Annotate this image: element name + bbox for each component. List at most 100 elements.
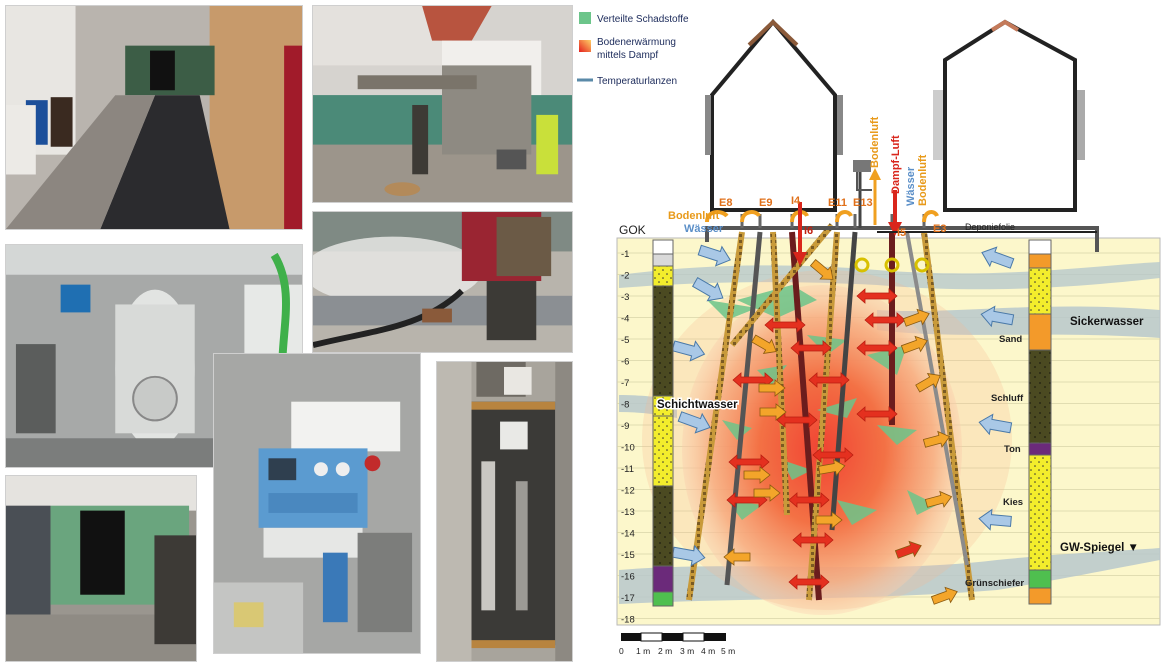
- depth-label: -13: [621, 507, 635, 518]
- label-gw-spiegel: GW-Spiegel ▼: [1060, 542, 1139, 554]
- air-arrow: [723, 548, 751, 566]
- depth-label: -11: [621, 464, 634, 475]
- depth-label: -3: [621, 292, 629, 303]
- heat-double-arrow: [790, 340, 832, 356]
- water-arrow: [671, 544, 706, 567]
- heat-double-arrow: [792, 532, 834, 548]
- left-house: [705, 18, 843, 212]
- soil-label-ton: Ton: [1004, 444, 1021, 455]
- depth-labels: -1 -2 -3 -4 -5 -6 -7 -8 -9 -10 -11 -12 -13 -14 -15 -16 -…: [621, 249, 635, 626]
- scale-bar: 0 1 m 2 m 3 m 4 m 5 m: [619, 632, 735, 656]
- air-arrow: [815, 511, 843, 529]
- air-arrow: [915, 373, 941, 393]
- scale-label-0: 0: [619, 646, 624, 656]
- label-dampf-luft: Dampf-Luft: [890, 135, 902, 194]
- soil-label-gruenschiefer: Grünschiefer: [965, 578, 1024, 589]
- soil-label-schluff: Schluff: [991, 393, 1024, 404]
- well-label-i6: I6: [804, 225, 813, 237]
- air-arrow: [900, 335, 928, 354]
- heat-double-arrow: [856, 288, 898, 304]
- well-label-e11: E11: [828, 197, 847, 209]
- legend: Verteilte Schadstoffe Bodenerwärmung mit…: [577, 12, 689, 87]
- label-sickerwasser: Sickerwasser: [1070, 316, 1144, 328]
- heat-double-arrow: [728, 454, 770, 470]
- container-photo: [5, 475, 197, 662]
- control-cabinet-photo: [213, 353, 421, 654]
- alley-photo: [5, 5, 303, 230]
- right-house: [933, 19, 1085, 212]
- scale-label-4: 4 m: [701, 646, 715, 656]
- label-wasser-left: Wässer: [684, 223, 724, 235]
- depth-label: -12: [621, 486, 635, 497]
- water-arrow: [980, 305, 1015, 328]
- air-arrow: [809, 259, 834, 280]
- pipe-header: [705, 160, 1099, 273]
- air-flow-arrows: [723, 259, 958, 605]
- label-bodenluft-right: Bodenluft: [917, 154, 929, 206]
- water-arrow: [691, 276, 724, 302]
- heat-double-arrow: [788, 574, 830, 590]
- well-label-e9: E9: [759, 197, 772, 209]
- wellhead-pit-photo: [436, 361, 573, 662]
- depth-label: -1: [621, 249, 629, 260]
- air-arrow: [753, 484, 781, 502]
- water-flow-arrows: [671, 244, 1015, 567]
- scale-label-5: 5 m: [721, 646, 735, 656]
- heat-double-arrow: [808, 372, 850, 388]
- heat-double-arrow: [732, 372, 774, 388]
- label-wasser-vert: Wässer: [905, 166, 917, 206]
- water-arrow: [981, 246, 1015, 269]
- heat-double-arrow: [812, 447, 854, 463]
- heat-double-arrow: [764, 317, 806, 333]
- depth-label: -7: [621, 378, 629, 389]
- air-arrow: [924, 490, 953, 508]
- label-bodenluft-vert: Bodenluft: [869, 116, 881, 168]
- remediation-diagram: Verteilte Schadstoffe Bodenerwärmung mit…: [577, 0, 1167, 668]
- air-arrow: [759, 403, 787, 421]
- water-arrow: [978, 413, 1013, 436]
- depth-label: -5: [621, 335, 629, 346]
- depth-label: -4: [621, 314, 629, 325]
- depth-label: -18: [621, 615, 635, 626]
- depth-label: -14: [621, 529, 635, 540]
- well-label-e8: E8: [719, 197, 732, 209]
- air-arrow: [894, 540, 922, 559]
- air-arrow: [818, 458, 846, 477]
- well-label-i5: I5: [897, 227, 906, 239]
- depth-label: -6: [621, 357, 629, 368]
- borehole-log-right: [1028, 239, 1052, 605]
- depth-label: -16: [621, 572, 635, 583]
- borehole-log-left: [652, 239, 674, 607]
- depth-label: -8: [621, 400, 629, 411]
- well-label-i4: I4: [791, 195, 801, 207]
- air-arrow: [743, 466, 771, 484]
- depth-label: -10: [621, 443, 635, 454]
- legend-label-schadstoffe: Verteilte Schadstoffe: [597, 14, 689, 25]
- water-arrow: [671, 340, 706, 362]
- air-arrow: [758, 379, 786, 397]
- depth-label: -15: [621, 550, 635, 561]
- scale-label-1: 1 m: [636, 646, 650, 656]
- heat-double-arrow: [788, 492, 830, 508]
- air-arrow: [902, 308, 930, 327]
- scale-label-2: 2 m: [658, 646, 672, 656]
- water-arrow: [697, 244, 731, 267]
- soil-label-sand: Sand: [999, 334, 1022, 345]
- heat-double-arrow: [776, 412, 818, 428]
- well-label-e3: E3: [933, 223, 946, 235]
- scale-label-3: 3 m: [680, 646, 694, 656]
- water-arrow: [978, 508, 1012, 531]
- depth-label: -9: [621, 421, 629, 432]
- air-arrow: [751, 334, 777, 354]
- legend-swatch-schadstoffe: [579, 12, 591, 24]
- gok-label: GOK: [619, 223, 646, 237]
- air-arrow: [922, 430, 951, 448]
- heat-double-arrow: [856, 406, 898, 422]
- soil-label-kies: Kies: [1003, 497, 1023, 508]
- depth-label: -2: [621, 271, 629, 282]
- water-arrow: [677, 411, 711, 434]
- heat-double-arrow: [726, 492, 768, 508]
- label-deponiefolie: Deponiefolie: [965, 222, 1015, 232]
- steam-lance-photo: [312, 211, 573, 353]
- well-label-e13: E13: [853, 197, 873, 209]
